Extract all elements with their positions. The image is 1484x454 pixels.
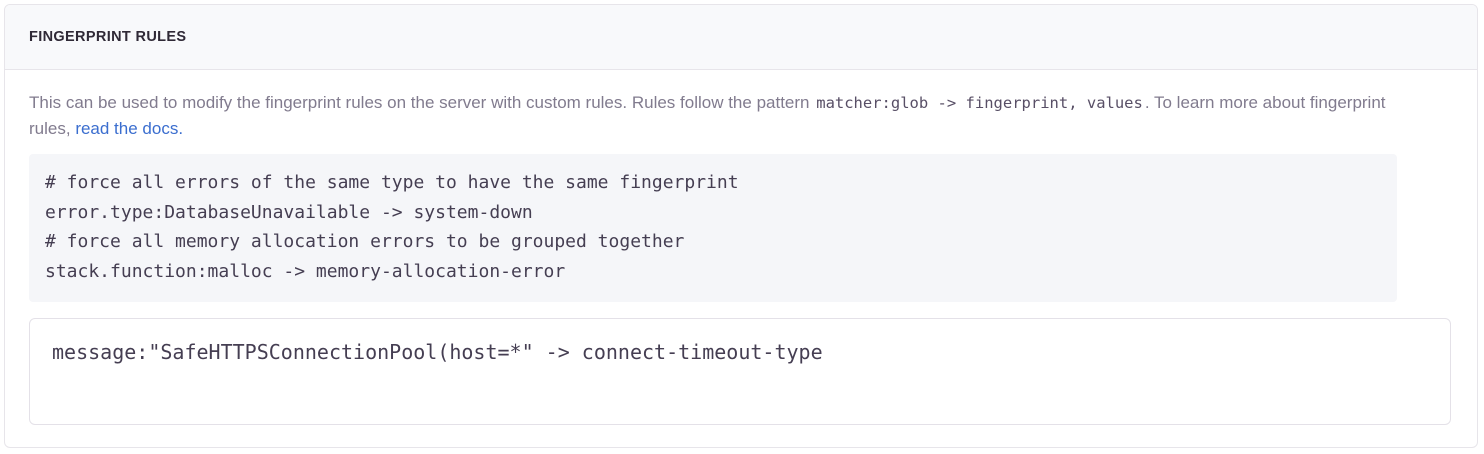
page-title: FINGERPRINT RULES xyxy=(29,29,187,45)
fingerprint-rules-input[interactable] xyxy=(29,318,1451,425)
code-line: stack.function:malloc -> memory-allocati… xyxy=(45,260,566,282)
description-part-1: This can be used to modify the fingerpri… xyxy=(29,93,810,112)
fingerprint-rules-panel: FINGERPRINT RULES This can be used to mo… xyxy=(4,4,1478,448)
code-line: error.type:DatabaseUnavailable -> system… xyxy=(45,201,533,223)
read-the-docs-link[interactable]: read the docs. xyxy=(75,119,184,138)
panel-body: This can be used to modify the fingerpri… xyxy=(5,70,1477,425)
code-line: # force all memory allocation errors to … xyxy=(45,231,685,252)
description-text: This can be used to modify the fingerpri… xyxy=(29,90,1419,142)
inline-code-pattern: matcher:glob -> fingerprint, values xyxy=(816,94,1143,112)
example-code-block: # force all errors of the same type to h… xyxy=(29,154,1397,302)
code-line: # force all errors of the same type to h… xyxy=(45,172,739,193)
panel-header: FINGERPRINT RULES xyxy=(5,5,1477,70)
description-part-2: . To learn more about fingerprint rules, xyxy=(29,93,1386,138)
